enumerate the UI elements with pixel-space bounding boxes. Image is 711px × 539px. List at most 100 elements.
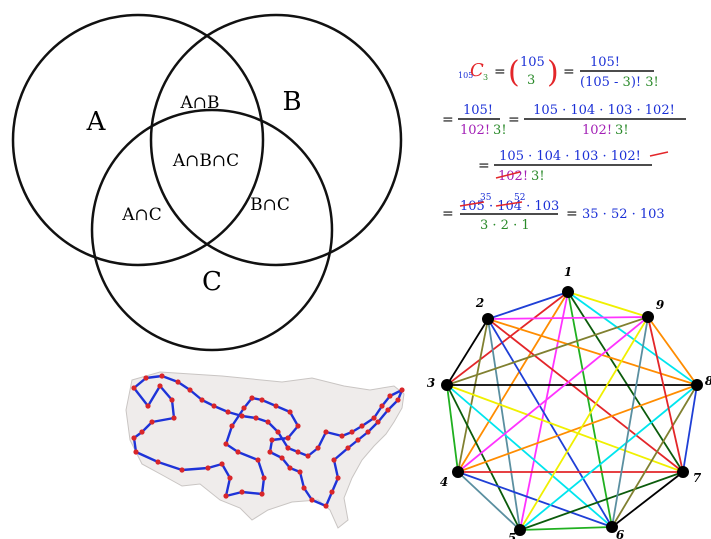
city-marker bbox=[157, 383, 163, 389]
set-b-label: B bbox=[282, 87, 301, 117]
city-marker bbox=[349, 429, 355, 435]
fraction-denominator: 102!3! bbox=[582, 123, 629, 138]
us-route-map-panel bbox=[112, 360, 412, 539]
city-marker bbox=[355, 437, 361, 443]
derivation-line-2: = 105! 102!3! = 105 · 104 · 103 · 102! 1… bbox=[442, 103, 686, 138]
graph-node-1 bbox=[562, 286, 574, 298]
equals-sign: = bbox=[563, 64, 575, 80]
graph-edge-3-9 bbox=[446, 316, 649, 386]
graph-edge-6-7 bbox=[611, 471, 684, 528]
venn-diagram-panel: A B C A∩B A∩B∩C A∩C B∩C bbox=[0, 0, 420, 352]
complete-graph: 123456789 bbox=[427, 265, 711, 539]
derivation-line-3: = 105 · 104 · 103 · 102! 102!3! bbox=[478, 149, 669, 184]
left-paren: ( bbox=[508, 55, 520, 90]
intersection-ab-label: A∩B bbox=[179, 93, 219, 113]
graph-edge-1-3 bbox=[446, 291, 569, 386]
city-marker bbox=[241, 405, 247, 411]
fraction-denominator: 102!3! bbox=[498, 169, 545, 184]
city-marker bbox=[179, 467, 185, 473]
city-marker bbox=[287, 409, 293, 415]
city-marker bbox=[387, 393, 393, 399]
city-marker bbox=[133, 449, 139, 455]
binomial-top: 105 bbox=[520, 55, 545, 70]
derivation-line-4: 35 52 = 105 · 104 · 103 3 · 2 · 1 = 35 ·… bbox=[442, 193, 665, 233]
graph-edge-5-9 bbox=[519, 316, 649, 531]
city-marker bbox=[295, 449, 301, 455]
city-marker bbox=[219, 461, 225, 467]
city-marker bbox=[139, 429, 145, 435]
city-marker bbox=[199, 397, 205, 403]
city-marker bbox=[275, 429, 281, 435]
graph-edge-4-6 bbox=[457, 471, 613, 528]
graph-node-label: 1 bbox=[564, 265, 572, 279]
fraction-numerator: 105 · 104 · 103 · 102! bbox=[499, 149, 641, 164]
graph-node-label: 7 bbox=[693, 471, 702, 485]
city-marker bbox=[359, 423, 365, 429]
city-marker bbox=[375, 419, 381, 425]
city-marker bbox=[155, 459, 161, 465]
graph-edge-2-7 bbox=[487, 318, 684, 473]
city-marker bbox=[371, 415, 377, 421]
equals-sign: = bbox=[478, 158, 490, 174]
graph-edge-2-9 bbox=[487, 316, 649, 320]
city-marker bbox=[339, 433, 345, 439]
city-marker bbox=[315, 445, 321, 451]
set-b-circle bbox=[149, 13, 403, 267]
city-marker bbox=[323, 503, 329, 509]
fraction-denominator: 3 · 2 · 1 bbox=[480, 218, 530, 233]
graph-nodes: 123456789 bbox=[427, 265, 711, 539]
graph-node-label: 6 bbox=[616, 528, 625, 539]
graph-edge-1-6 bbox=[567, 291, 613, 528]
set-c-label: C bbox=[202, 267, 222, 297]
graph-node-9 bbox=[642, 311, 654, 323]
city-marker bbox=[269, 437, 275, 443]
intersection-abc-label: A∩B∩C bbox=[172, 151, 239, 171]
city-marker bbox=[253, 415, 259, 421]
city-marker bbox=[229, 423, 235, 429]
graph-node-label: 3 bbox=[427, 376, 435, 390]
graph-node-2 bbox=[482, 313, 494, 325]
graph-edge-3-4 bbox=[446, 384, 459, 473]
city-marker bbox=[131, 435, 137, 441]
graph-edge-7-8 bbox=[682, 384, 698, 473]
city-marker bbox=[223, 441, 229, 447]
city-marker bbox=[345, 445, 351, 451]
city-marker bbox=[331, 457, 337, 463]
fraction-numerator: 105 · 104 · 103 bbox=[460, 199, 559, 214]
city-marker bbox=[211, 403, 217, 409]
city-marker bbox=[171, 415, 177, 421]
city-marker bbox=[249, 395, 255, 401]
graph-edge-1-5 bbox=[519, 291, 569, 531]
right-paren: ) bbox=[547, 55, 559, 90]
graph-edge-8-9 bbox=[647, 316, 698, 386]
city-marker bbox=[267, 449, 273, 455]
city-marker bbox=[175, 379, 181, 385]
city-marker bbox=[259, 491, 265, 497]
graph-edge-1-9 bbox=[567, 291, 649, 318]
fraction-denominator: (105 - 3)! 3! bbox=[580, 75, 659, 90]
intersection-bc-label: B∩C bbox=[250, 195, 290, 215]
city-marker bbox=[259, 397, 265, 403]
c-subscript-n: 105 bbox=[458, 71, 473, 80]
graph-edges bbox=[446, 291, 698, 531]
city-marker bbox=[273, 403, 279, 409]
set-a-label: A bbox=[86, 107, 107, 137]
intersection-ac-label: A∩C bbox=[121, 205, 162, 225]
city-marker bbox=[239, 413, 245, 419]
fraction-numerator: 105 · 104 · 103 · 102! bbox=[533, 103, 675, 118]
city-marker bbox=[255, 457, 261, 463]
city-marker bbox=[295, 423, 301, 429]
city-marker bbox=[279, 455, 285, 461]
graph-edge-2-3 bbox=[446, 318, 489, 386]
city-marker bbox=[305, 453, 311, 459]
city-marker bbox=[227, 475, 233, 481]
binomial-bottom: 3 bbox=[527, 73, 535, 88]
set-c-circle bbox=[90, 108, 334, 352]
graph-edge-3-5 bbox=[446, 384, 521, 531]
graph-edge-6-8 bbox=[611, 384, 698, 528]
city-marker bbox=[287, 465, 293, 471]
graph-node-3 bbox=[441, 379, 453, 391]
graph-edge-1-2 bbox=[487, 291, 569, 320]
graph-node-4 bbox=[452, 466, 464, 478]
city-marker bbox=[301, 485, 307, 491]
